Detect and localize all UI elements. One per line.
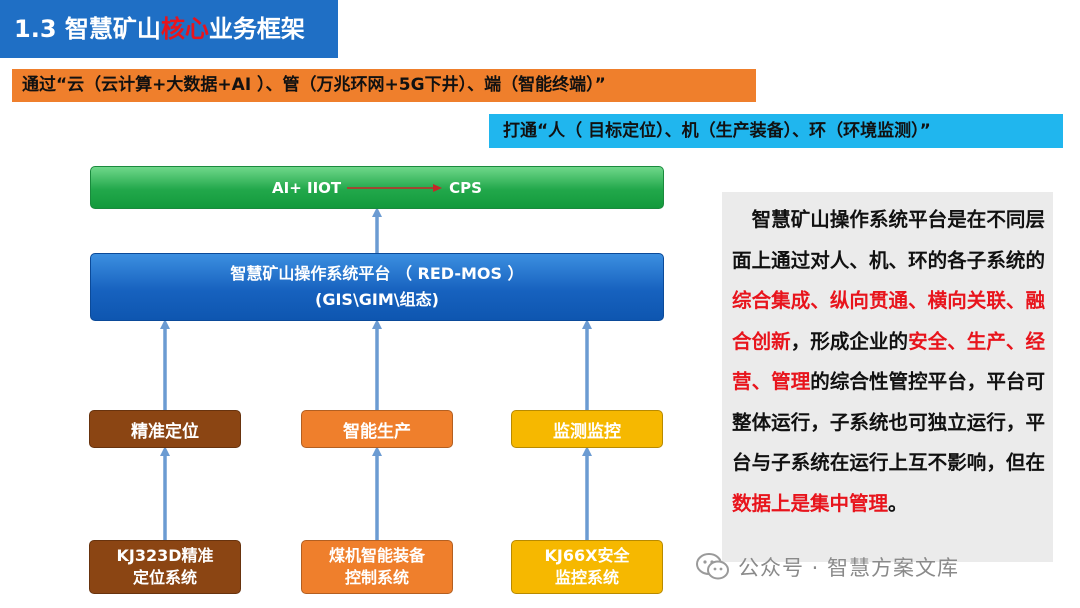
aiiot-label: AI+ IIOT: [272, 178, 342, 197]
red-arrow-icon: [347, 183, 443, 192]
system-kj323d: KJ323D精准 定位系统: [89, 540, 241, 594]
desc-text-2: ，形成企业的: [790, 329, 909, 353]
system-kj66x: KJ66X安全 监控系统: [511, 540, 663, 594]
desc-highlight-domains: 安全、生产、经营、管理: [732, 329, 1045, 394]
subtitle-cloud-pipe-end: 通过“云（云计算+大数据+AI ）、管（万兆环网+5G下井）、端（智能终端）”: [12, 69, 756, 102]
red-mos-platform-box: 智慧矿山操作系统平台 （ RED-MOS ） (GIS\GIM\组态): [90, 253, 664, 321]
system-kj323d-line1: KJ323D精准: [116, 546, 214, 565]
system-shearer-line1: 煤机智能装备: [328, 546, 425, 565]
desc-text-3: 的综合性管控平台，平台可整体运行，子系统也可独立运行，平台与子系统在运行上互不影…: [732, 370, 1045, 474]
cps-label: CPS: [449, 178, 482, 197]
module-monitoring-control: 监测监控: [511, 410, 663, 448]
title-prefix: 1.3 智慧矿山: [14, 15, 161, 43]
slide-title: 1.3 智慧矿山核心业务框架: [0, 0, 338, 58]
subtitle-people-machine-environment: 打通“人（ 目标定位）、机（生产装备）、环（环境监测）”: [489, 114, 1063, 148]
watermark-text: 公众号 · 智慧方案文库: [738, 556, 960, 580]
desc-text-1: 智慧矿山操作系统平台是在不同层面上通过对人、机、环的各子系统的: [732, 208, 1045, 272]
title-highlight: 核心: [160, 15, 209, 43]
system-shearer-equipment: 煤机智能装备 控制系统: [301, 540, 453, 594]
platform-subtitle: (GIS\GIM\组态): [315, 290, 439, 309]
desc-text-4: 。: [888, 491, 908, 515]
desc-highlight-integration: 综合集成、纵向贯通、横向关联、融合创新: [732, 289, 1045, 353]
wechat-icon: [696, 553, 729, 580]
system-kj66x-line1: KJ66X安全: [544, 546, 630, 565]
system-shearer-line2: 控制系统: [344, 568, 409, 587]
title-suffix: 业务框架: [208, 15, 305, 43]
system-kj66x-line2: 监控系统: [554, 568, 619, 587]
description-panel: 智慧矿山操作系统平台是在不同层面上通过对人、机、环的各子系统的综合集成、纵向贯通…: [722, 192, 1053, 562]
system-kj323d-line2: 定位系统: [132, 568, 197, 587]
module-precise-positioning: 精准定位: [89, 410, 241, 448]
watermark: 公众号 · 智慧方案文库: [696, 552, 959, 582]
module-intelligent-production: 智能生产: [301, 410, 453, 448]
desc-highlight-data: 数据上是集中管理: [732, 491, 889, 515]
cps-box: AI+ IIOT CPS: [90, 166, 664, 209]
platform-title: 智慧矿山操作系统平台 （ RED-MOS ）: [230, 264, 524, 283]
